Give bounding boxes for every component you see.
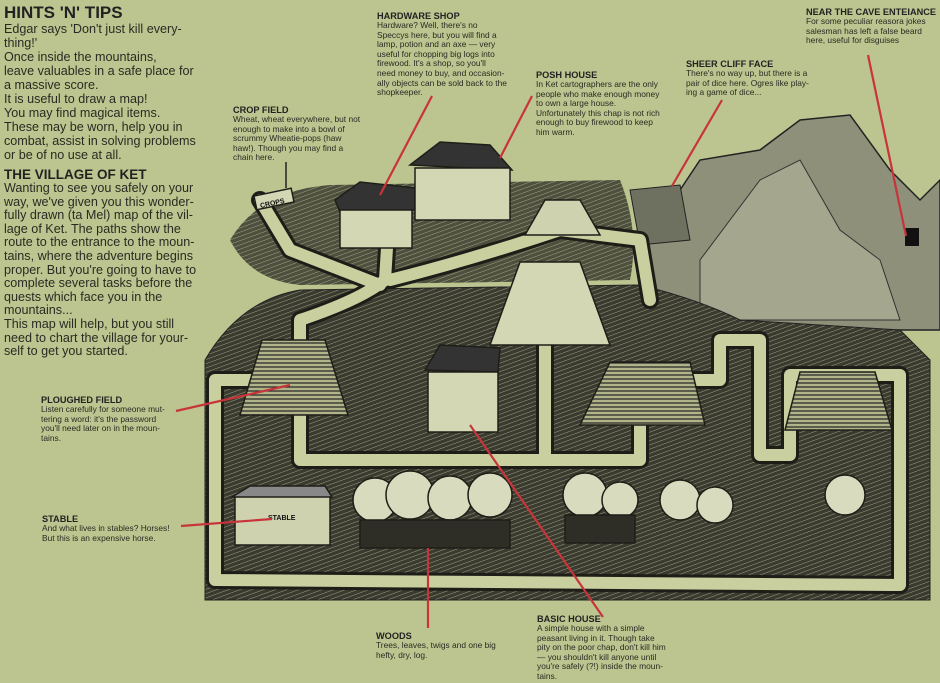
hints-section: HINTS 'N' TIPS Edgar says 'Don't just ki… <box>4 3 236 163</box>
posh-house-body: In Ket cartographers are the only people… <box>536 79 660 137</box>
label-ploughed-field: PLOUGHED FIELD Listen carefully for some… <box>41 395 165 443</box>
crops-sign <box>253 187 295 211</box>
woods-body: Trees, leaves, twigs and one big hefty, … <box>376 640 496 660</box>
hardware-shop-body: Hardware? Well, there's no Speccys here,… <box>377 20 507 98</box>
ploughed-field-title: PLOUGHED FIELD <box>41 395 123 405</box>
crop-field-body: Wheat, wheat everywhere, but not enough … <box>233 114 361 163</box>
tent-roof <box>488 261 612 346</box>
hardware-shop-title: HARDWARE SHOP <box>377 11 460 21</box>
barn-roof-2 <box>784 371 894 431</box>
cave-entrance <box>905 228 919 246</box>
label-crop-field: CROP FIELD Wheat, wheat everywhere, but … <box>233 105 360 163</box>
stable-sign-text: STABLE <box>268 515 296 522</box>
woods-title: WOODS <box>376 631 412 641</box>
hardware-shop-building <box>334 181 416 249</box>
hints-title: HINTS 'N' TIPS <box>4 3 123 22</box>
houses <box>229 141 894 546</box>
sheer-cliff-title: SHEER CLIFF FACE <box>686 59 774 69</box>
village-section: THE VILLAGE OF KET Wanting to see you sa… <box>4 167 240 359</box>
barn-roof-1 <box>578 361 706 426</box>
label-sheer-cliff: SHEER CLIFF FACE There's no way up, but … <box>686 59 809 98</box>
label-hardware-shop: HARDWARE SHOP Hardware? Well, there's no… <box>377 11 507 98</box>
mountains <box>629 114 940 331</box>
village-title: THE VILLAGE OF KET <box>4 167 147 182</box>
stable-body: And what lives in stables? Horses! But t… <box>42 523 170 543</box>
ploughed-field-roof <box>238 339 350 416</box>
basic-house-building <box>423 344 501 433</box>
bridge <box>523 199 602 236</box>
stable-title: STABLE <box>42 514 79 524</box>
hints-body: Edgar says 'Don't just kill every- thing… <box>4 22 196 162</box>
label-woods: WOODS Trees, leaves, twigs and one big h… <box>376 631 496 660</box>
label-basic-house: BASIC HOUSE A simple house with a simple… <box>537 614 666 682</box>
leader-lines <box>175 54 908 628</box>
village-body: Wanting to see you safely on your way, w… <box>4 181 197 359</box>
woods-trees <box>352 470 866 549</box>
ploughed-field-body: Listen carefully for someone mut- tering… <box>41 404 165 443</box>
label-cave: NEAR THE CAVE ENTEIANCE For some peculia… <box>806 7 936 46</box>
posh-house-building <box>407 141 514 221</box>
basic-house-body: A simple house with a simple peasant liv… <box>537 623 666 681</box>
crop-field-title: CROP FIELD <box>233 105 289 115</box>
label-posh-house: POSH HOUSE In Ket cartographers are the … <box>536 70 660 138</box>
posh-house-title: POSH HOUSE <box>536 70 598 80</box>
village-paths <box>206 191 909 594</box>
cave-body: For some peculiar reasora jokes salesman… <box>806 16 926 46</box>
label-stable: STABLE And what lives in stables? Horses… <box>42 514 170 543</box>
cave-title: NEAR THE CAVE ENTEIANCE <box>806 7 936 17</box>
basic-house-title: BASIC HOUSE <box>537 614 601 624</box>
sheer-cliff-body: There's no way up, but there is a pair o… <box>686 68 809 98</box>
